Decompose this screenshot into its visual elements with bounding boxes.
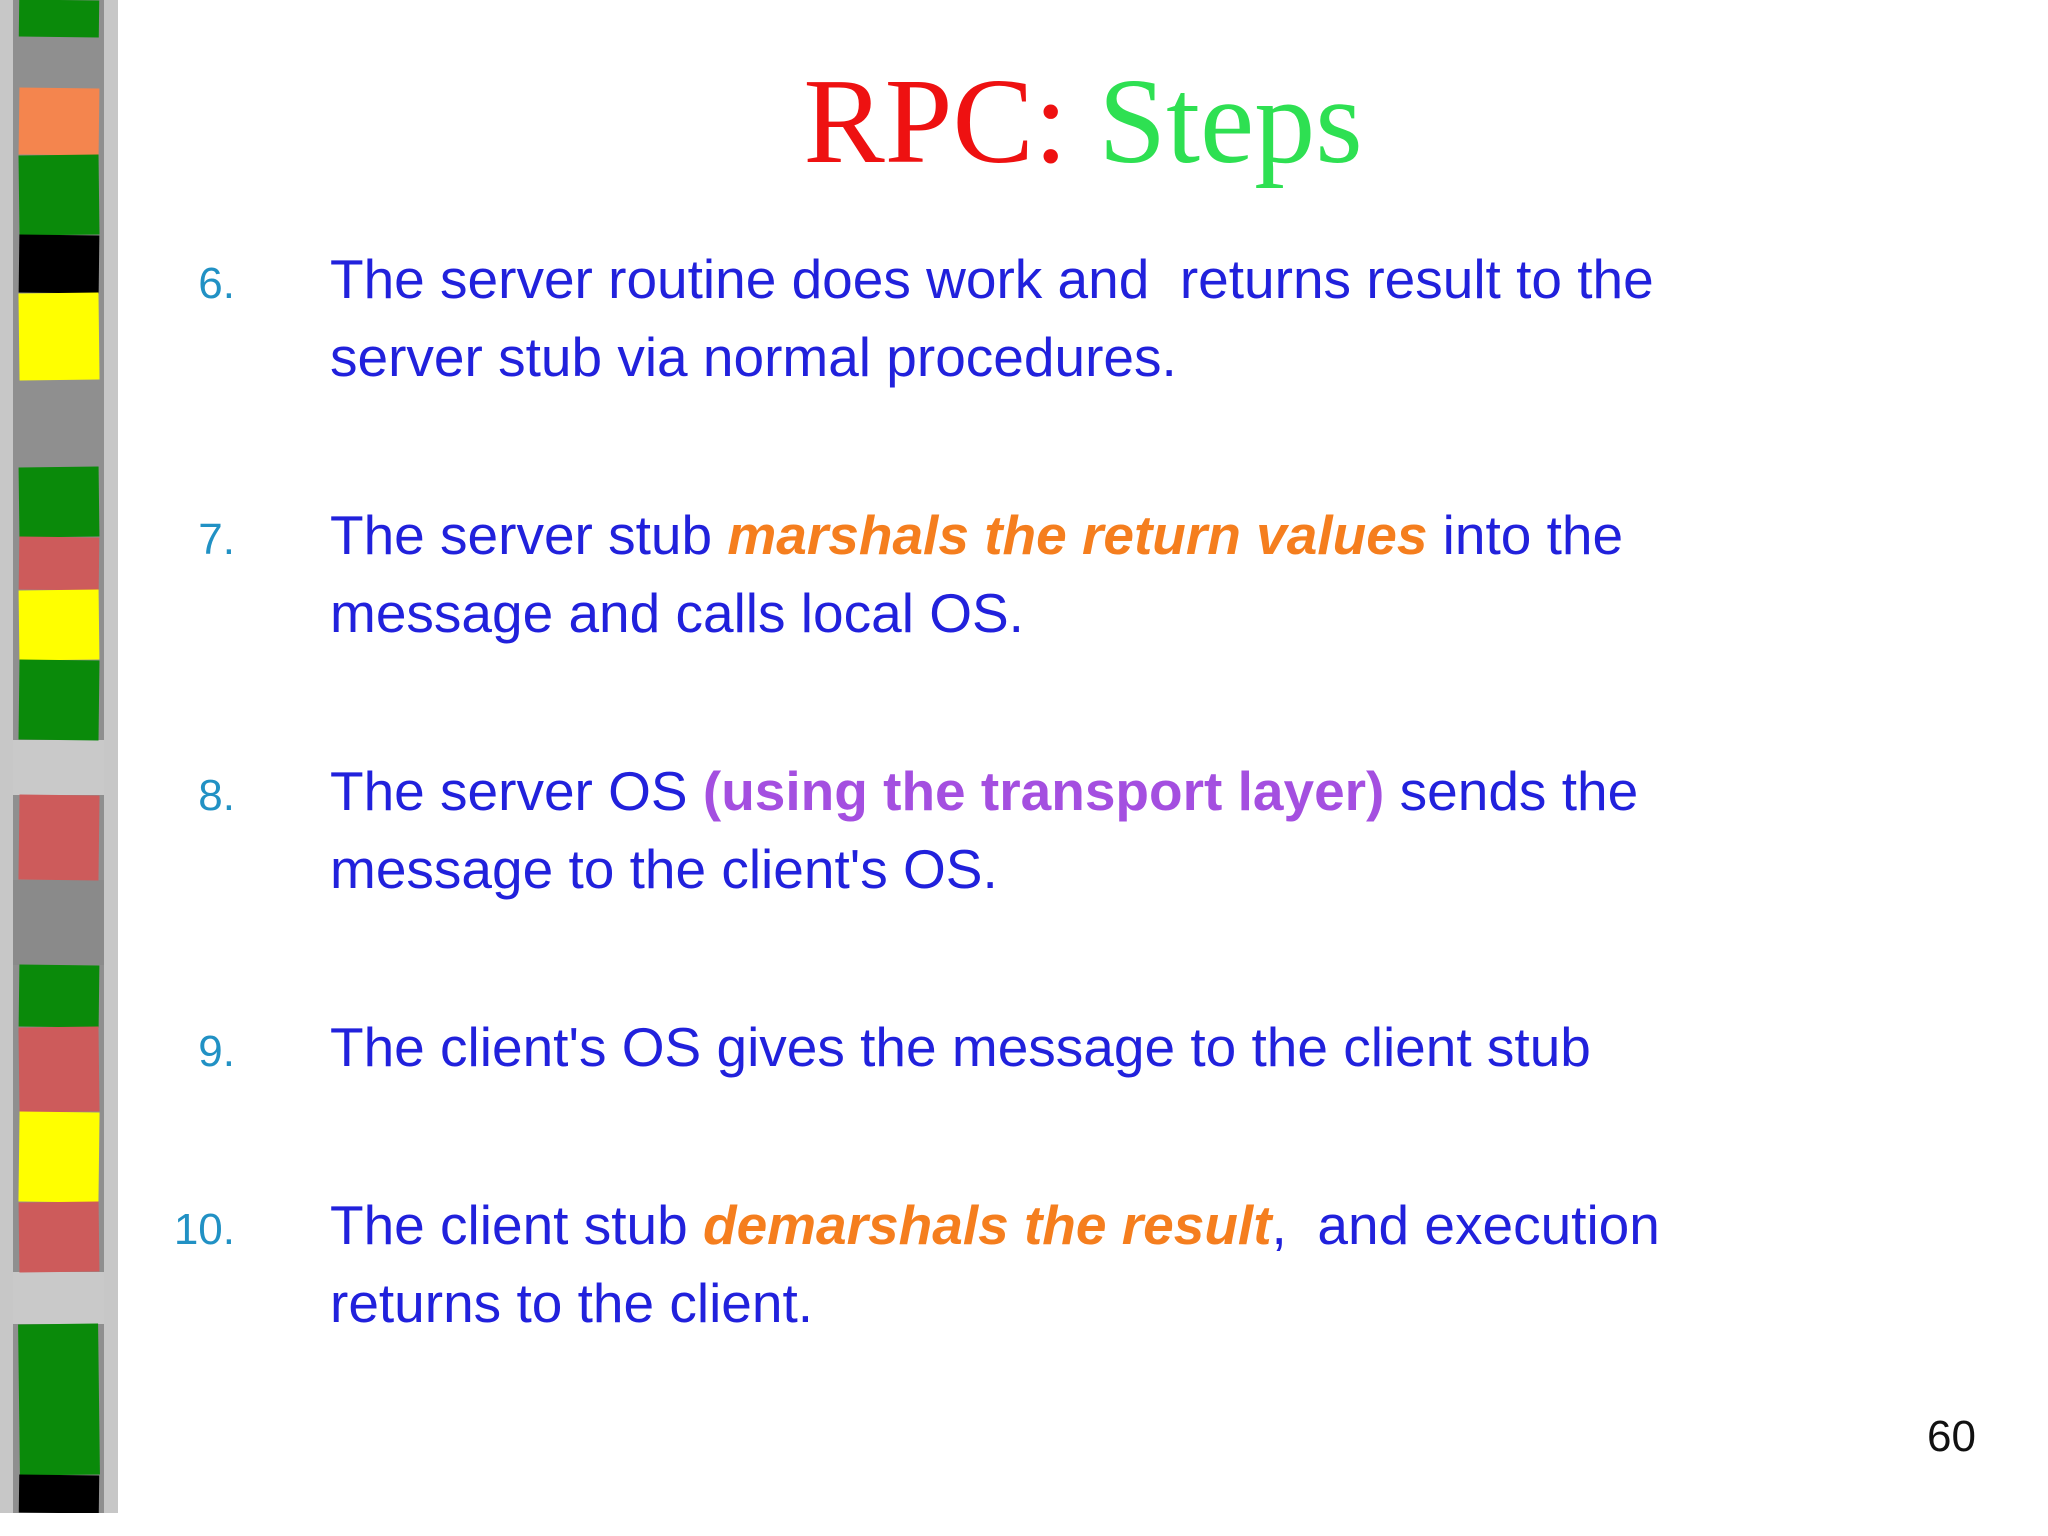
text-segment-blue: returns to the client. xyxy=(330,1272,814,1334)
stripe-block xyxy=(13,37,104,88)
text-segment-blue: sends the xyxy=(1384,760,1639,822)
list-item-line: The server OS (using the transport layer… xyxy=(330,752,1638,830)
list-item-line: message and calls local OS. xyxy=(330,574,1623,652)
text-segment-blue: The client's OS gives the message to the… xyxy=(330,1016,1591,1078)
list-item-line: The client's OS gives the message to the… xyxy=(330,1008,1591,1086)
left-decoration-stripe xyxy=(0,0,118,1513)
text-segment-blue: The server stub xyxy=(330,504,728,566)
stripe-block xyxy=(18,536,99,591)
list-item-line: message to the client's OS. xyxy=(330,830,1638,908)
list-item-number: 6. xyxy=(198,259,235,308)
list-item-9: 9. The client's OS gives the message to t… xyxy=(118,1008,2048,1086)
stripe-block xyxy=(18,1474,99,1513)
stripe-block xyxy=(18,1201,99,1273)
stripe-block xyxy=(17,1026,100,1113)
text-segment-blue: into the xyxy=(1427,504,1624,566)
text-segment-blue: The server OS xyxy=(330,760,703,822)
list-item-8: 8. The server OS (using the transport lay… xyxy=(118,752,2048,908)
slide-title-rpc: RPC: xyxy=(803,54,1068,189)
page-number: 60 xyxy=(1927,1412,1976,1461)
text-segment-blue: message to the client's OS. xyxy=(330,838,998,900)
text-segment-blue: The server routine does work and returns… xyxy=(330,248,1654,310)
list-item-10: 10. The client stub demarshals the result… xyxy=(118,1186,2048,1342)
list-item-line: returns to the client. xyxy=(330,1264,1660,1342)
list-item-text: The server routine does work and returns… xyxy=(330,240,1654,396)
stripe-block xyxy=(18,659,99,741)
text-segment-blue: message and calls local OS. xyxy=(330,582,1024,644)
slide-title: RPC: Steps xyxy=(118,52,2048,192)
list-item-number: 9. xyxy=(198,1027,235,1076)
list-item-7: 7. The server stub marshals the return va… xyxy=(118,496,2048,652)
stripe-block xyxy=(17,292,100,381)
slide-content: RPC: Steps 6. The server routine does wor… xyxy=(118,0,2048,1536)
steps-list: 6. The server routine does work and retur… xyxy=(118,240,2048,1442)
list-item-text: The server OS (using the transport layer… xyxy=(330,752,1638,908)
stripe-block xyxy=(18,234,99,294)
text-segment-blue: , and execution xyxy=(1271,1194,1660,1256)
text-segment-blue: server stub via normal procedures. xyxy=(330,326,1177,388)
list-item-line: The client stub demarshals the result, a… xyxy=(330,1186,1660,1264)
stripe-block xyxy=(18,87,99,156)
stripe-block xyxy=(13,880,104,965)
list-item-text: The client stub demarshals the result, a… xyxy=(330,1186,1660,1342)
text-segment-purple: (using the transport layer) xyxy=(702,760,1385,822)
list-item-text: The server stub marshals the return valu… xyxy=(330,496,1623,652)
stripe-block xyxy=(17,1323,100,1476)
list-item-text: The client's OS gives the message to the… xyxy=(330,1008,1591,1086)
stripe-block xyxy=(13,380,104,467)
list-item-number: 7. xyxy=(198,515,235,564)
text-segment-orange: marshals the return values xyxy=(727,504,1428,566)
stripe-block xyxy=(17,1111,100,1203)
list-item-number: 10. xyxy=(173,1205,235,1254)
list-item-6: 6. The server routine does work and retur… xyxy=(118,240,2048,396)
stripe-block xyxy=(18,589,99,661)
list-item-line: server stub via normal procedures. xyxy=(330,318,1654,396)
stripe-block xyxy=(18,466,99,538)
stripe-block xyxy=(18,964,99,1028)
text-segment-orange: demarshals the result xyxy=(702,1194,1272,1256)
list-item-line: The server routine does work and returns… xyxy=(330,240,1654,318)
slide-title-steps: Steps xyxy=(1067,54,1363,189)
stripe-block xyxy=(13,1272,104,1324)
stripe-block xyxy=(18,0,99,38)
stripe-block xyxy=(13,740,104,795)
stripe-track xyxy=(13,0,104,1513)
list-item-line: The server stub marshals the return valu… xyxy=(330,496,1623,574)
stripe-block xyxy=(17,794,100,881)
text-segment-blue: The client stub xyxy=(330,1194,703,1256)
stripe-block xyxy=(18,154,99,236)
list-item-number: 8. xyxy=(198,771,235,820)
